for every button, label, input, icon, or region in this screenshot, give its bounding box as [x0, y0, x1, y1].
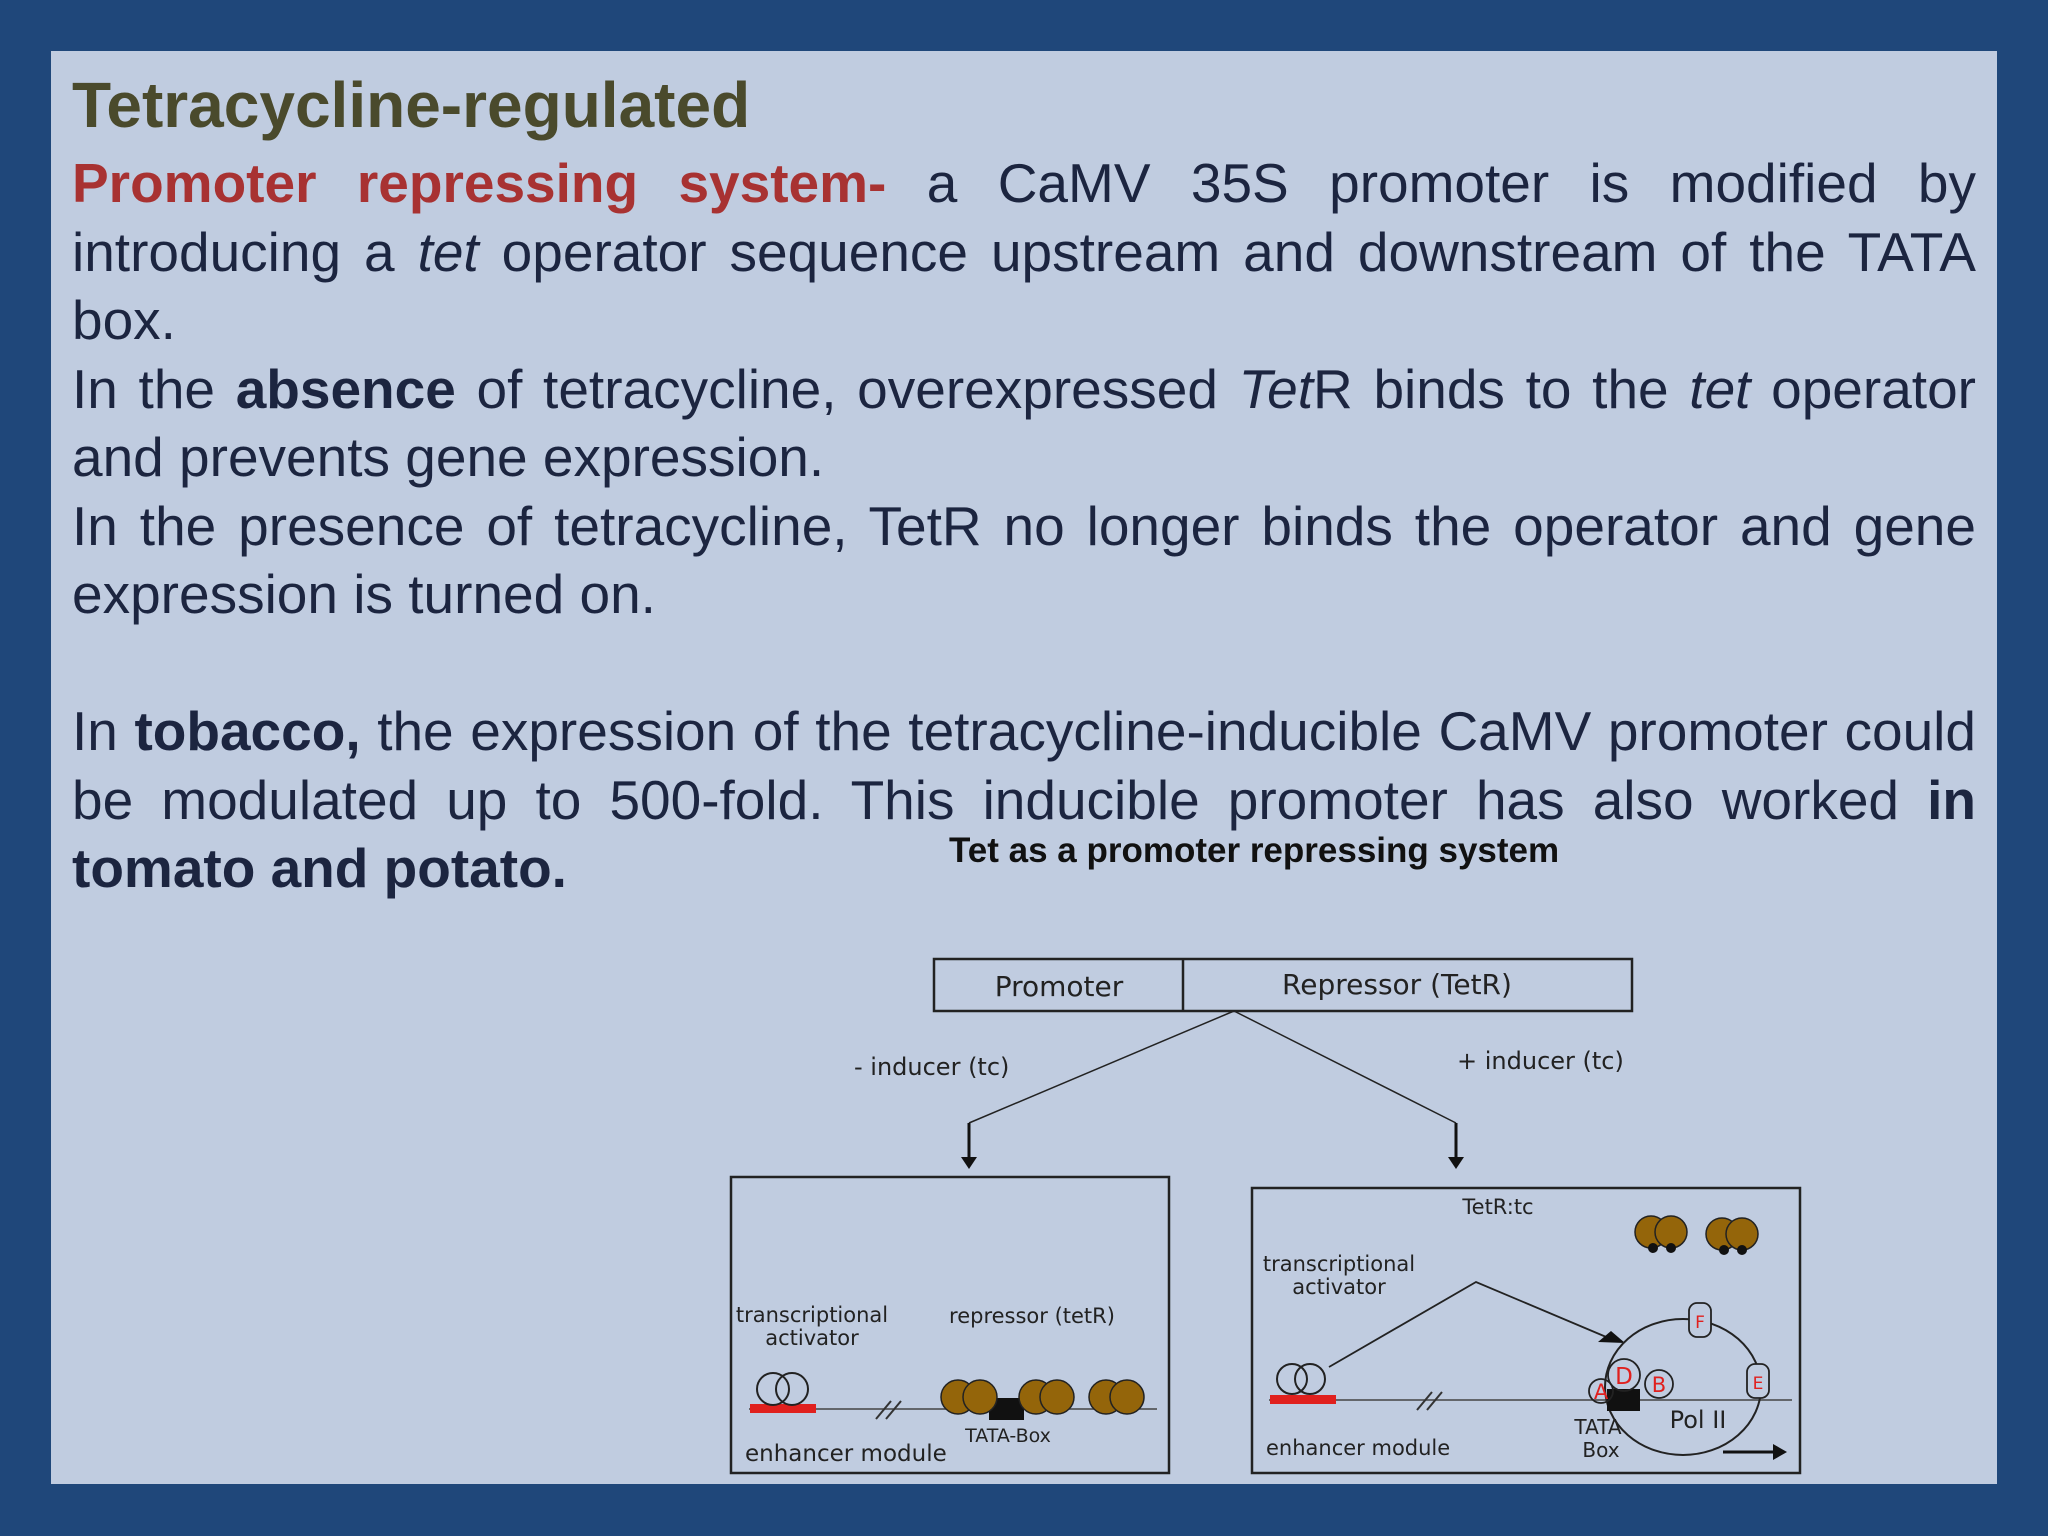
- plus-inducer-label: + inducer (tc): [1457, 1047, 1624, 1075]
- text: In the: [72, 357, 236, 420]
- factor-e-label: E: [1753, 1374, 1764, 1394]
- factor-d-label: D: [1615, 1364, 1633, 1390]
- slide: Tetracycline-regulated Promoter repressi…: [51, 51, 1997, 1484]
- slide-title: Tetracycline-regulated: [72, 69, 751, 141]
- right-activator-ring-1: [1276, 1363, 1308, 1395]
- tet-repressing-diagram: Promoter Repressor (TetR) - inducer (tc)…: [729, 957, 1802, 1475]
- right-enhancer-label: enhancer module: [1266, 1436, 1450, 1460]
- factor-b-circle: [1644, 1369, 1674, 1399]
- right-tata-box: [1607, 1389, 1640, 1411]
- tc-dot: [1719, 1245, 1729, 1255]
- left-activator-label-1: transcriptional: [736, 1303, 888, 1327]
- text: a CaMV 35S promoter is modified by intro…: [72, 152, 1976, 283]
- factor-e-shape: [1746, 1363, 1770, 1399]
- factor-a-circle: [1588, 1378, 1614, 1404]
- italic-tet: tet: [1689, 357, 1751, 420]
- left-activator-ring-2: [775, 1372, 809, 1406]
- branch-line-minus: [968, 1010, 1235, 1124]
- paragraph-promoter-repressing: Promoter repressing system- a CaMV 35S p…: [72, 149, 1976, 355]
- pol-ii-label: Pol II: [1670, 1406, 1727, 1434]
- factor-d-circle: [1607, 1358, 1641, 1392]
- left-panel: [729, 1175, 1171, 1475]
- branch-line-plus: [1233, 1010, 1457, 1124]
- left-enhancer-label: enhancer module: [745, 1441, 947, 1467]
- left-tetr-ball: [1039, 1379, 1075, 1415]
- text: R binds to the: [1313, 357, 1690, 420]
- tetr-tc-label: TetR:tc: [1461, 1195, 1533, 1219]
- text: operator and prevents gene expression.: [72, 357, 1976, 489]
- text: the expression of the tetracycline-induc…: [72, 700, 1976, 831]
- bold-absence: absence: [235, 357, 456, 420]
- left-activator-label-2: activator: [765, 1326, 859, 1350]
- right-dna-break-1: [1416, 1391, 1433, 1411]
- text: of tetracycline, overexpressed: [455, 357, 1239, 420]
- tc-dot: [1737, 1245, 1747, 1255]
- paragraph-tobacco: In tobacco, the expression of the tetrac…: [72, 697, 1976, 903]
- tc-dot: [1666, 1243, 1676, 1253]
- tc-dot: [1648, 1243, 1658, 1253]
- arrow-minus-head: [961, 1157, 977, 1169]
- paragraph-absence: In the absence of tetracycline, overexpr…: [72, 355, 1976, 492]
- factor-a-label: A: [1594, 1380, 1609, 1404]
- left-tata-box: [989, 1398, 1024, 1420]
- left-tetr-ball: [1109, 1379, 1145, 1415]
- left-dna-break-1: [875, 1400, 892, 1420]
- promoter-label: Promoter: [995, 970, 1124, 1003]
- right-tata-label-2: Box: [1582, 1438, 1619, 1462]
- right-panel: [1250, 1186, 1802, 1475]
- italic-tet: Tet: [1238, 357, 1314, 420]
- construct-box: [932, 957, 1634, 1013]
- factor-f-shape: [1688, 1302, 1712, 1338]
- bold-tomato-potato: in tomato and potato.: [72, 768, 1976, 900]
- right-activator-label-2: activator: [1292, 1275, 1386, 1299]
- left-tata-label: TATA-Box: [964, 1425, 1051, 1447]
- term-promoter-repressing: Promoter repressing system-: [72, 152, 887, 214]
- right-dna-break-2: [1426, 1391, 1443, 1411]
- repressor-label: Repressor (TetR): [1282, 968, 1512, 1001]
- slide-body: Promoter repressing system- a CaMV 35S p…: [72, 149, 1976, 903]
- paragraph-presence: In the presence of tetracycline, TetR no…: [72, 494, 1976, 626]
- figure-title: Tet as a promoter repressing system: [949, 831, 1560, 870]
- right-activator-label-1: transcriptional: [1263, 1252, 1415, 1276]
- right-tata-label-1: TATA: [1573, 1415, 1621, 1439]
- text: operator sequence upstream and downstrea…: [72, 220, 1976, 352]
- text: In: [72, 700, 135, 762]
- right-enhancer-bar: [1270, 1395, 1336, 1404]
- activation-arrow: [1328, 1280, 1612, 1368]
- bold-tobacco: tobacco,: [134, 700, 361, 762]
- activation-arrow-head: [1598, 1331, 1625, 1343]
- left-enhancer-bar: [750, 1404, 816, 1413]
- factor-b-label: B: [1652, 1373, 1666, 1397]
- minus-inducer-label: - inducer (tc): [854, 1053, 1009, 1081]
- left-tetr-ball: [962, 1379, 998, 1415]
- factor-f-label: F: [1695, 1313, 1705, 1333]
- arrow-plus-head: [1448, 1157, 1464, 1169]
- right-activator-ring-2: [1294, 1363, 1326, 1395]
- italic-tet: tet: [417, 220, 479, 283]
- left-dna-break-2: [885, 1400, 902, 1420]
- transcription-arrow-head: [1773, 1444, 1787, 1460]
- left-repressor-label: repressor (tetR): [949, 1304, 1115, 1328]
- left-activator-ring-1: [756, 1372, 790, 1406]
